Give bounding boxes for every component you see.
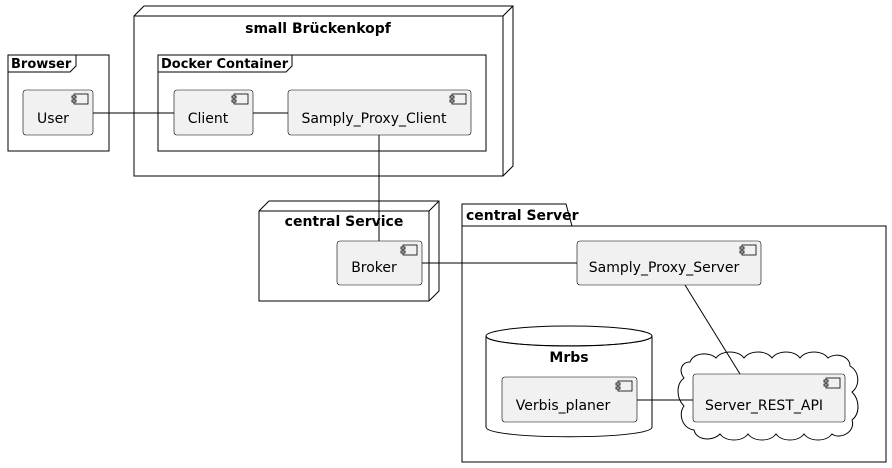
node-small-bruckenkopf-title: small Brückenkopf [245,21,392,37]
component-broker-label: Broker [351,260,397,276]
component-user[interactable]: User [22,89,94,136]
package-central-server-title: central Server [466,208,579,224]
component-samply-proxy-client-label: Samply_Proxy_Client [301,111,447,127]
cloud-shape [677,351,859,441]
database-mrbs-title: Mrbs [549,350,588,366]
node-small-bruckenkopf: small Brückenkopf [133,5,514,177]
component-server-rest-api[interactable]: Server_REST_API [692,373,846,423]
frame-docker-container: Docker Container [157,54,487,152]
component-client-label: Client [188,111,229,127]
component-samply-proxy-server[interactable]: Samply_Proxy_Server [576,240,762,286]
component-broker[interactable]: Broker [336,240,423,286]
connections [93,112,741,401]
frame-browser: Browser [7,54,110,152]
component-verbis-planer-label: Verbis_planer [516,398,611,414]
component-samply-proxy-server-label: Samply_Proxy_Server [589,260,740,276]
component-server-rest-api-label: Server_REST_API [705,398,823,414]
component-samply-proxy-client[interactable]: Samply_Proxy_Client [287,89,472,136]
component-verbis-planer[interactable]: Verbis_planer [501,376,638,423]
frame-docker-container-title: Docker Container [161,57,289,72]
package-central-server: central Server [461,203,887,463]
component-client[interactable]: Client [173,89,254,136]
edge-proxy-server-rest-api [684,284,741,375]
node-central-service-title: central Service [285,214,404,230]
component-user-label: User [37,111,69,127]
node-central-service: central Service [258,200,440,302]
database-mrbs: Mrbs [485,325,653,438]
frame-browser-title: Browser [11,57,72,72]
